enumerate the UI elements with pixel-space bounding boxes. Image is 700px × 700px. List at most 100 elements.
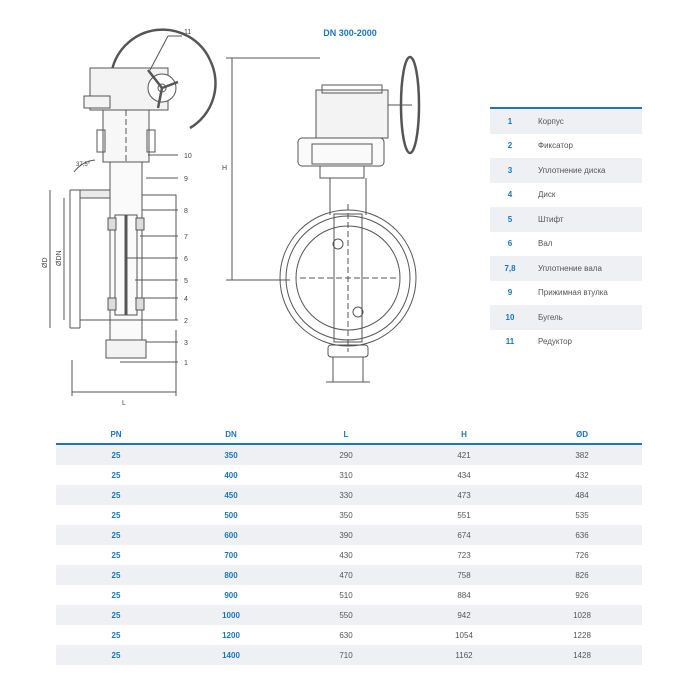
cell-h: 723 — [457, 550, 471, 560]
cell-od: 1028 — [573, 610, 591, 620]
cell-h: 551 — [457, 510, 471, 520]
cell-od: 926 — [575, 590, 589, 600]
header-pn: PN — [110, 429, 122, 439]
cell-pn: 25 — [111, 490, 121, 500]
cell-l: 430 — [339, 550, 353, 560]
parts-row: 6 Вал — [490, 232, 642, 257]
cell-h: 758 — [457, 570, 471, 580]
dim-l-label: L — [122, 400, 126, 407]
cell-pn: 25 — [111, 530, 121, 540]
cell-pn: 25 — [111, 650, 121, 660]
part-number: 2 — [507, 141, 513, 151]
parts-row: 3 Уплотнение диска — [490, 158, 642, 183]
callout-3: 3 — [184, 340, 188, 347]
cell-dn: 400 — [224, 470, 238, 480]
part-number: 11 — [505, 337, 515, 347]
table-header: PN DN L H ØD — [56, 425, 642, 445]
cell-h: 421 — [457, 450, 471, 460]
cell-l: 630 — [339, 630, 353, 640]
cell-h: 1162 — [455, 650, 473, 660]
cell-l: 350 — [339, 510, 353, 520]
cell-pn: 25 — [111, 510, 121, 520]
cell-od: 382 — [575, 450, 589, 460]
part-number: 10 — [505, 312, 515, 322]
part-name: Редуктор — [538, 337, 572, 347]
cell-dn: 1000 — [222, 610, 240, 620]
part-number: 3 — [507, 165, 513, 175]
table-row: 25 400 310 434 432 — [56, 465, 642, 485]
cell-od: 826 — [575, 570, 589, 580]
cell-pn: 25 — [111, 610, 121, 620]
cell-dn: 1400 — [222, 650, 240, 660]
cell-l: 390 — [339, 530, 353, 540]
angle-label: 37,5° — [76, 162, 91, 168]
callout-1: 1 — [184, 360, 188, 367]
callout-10: 10 — [184, 153, 192, 160]
parts-row: 10 Бугель — [490, 305, 642, 330]
part-name: Диск — [538, 190, 556, 200]
cell-h: 884 — [457, 590, 471, 600]
part-number: 5 — [507, 214, 513, 224]
part-name: Бугель — [538, 312, 563, 322]
valve-drawing: 11 10 9 8 7 6 5 4 2 3 1 37,5° L H ØD ØDN — [42, 28, 421, 407]
header-h: H — [461, 429, 467, 439]
cell-dn: 350 — [224, 450, 238, 460]
part-name: Уплотнение диска — [538, 165, 606, 175]
part-number: 6 — [507, 239, 513, 249]
cell-l: 550 — [339, 610, 353, 620]
callout-4: 4 — [184, 296, 188, 303]
dim-dn-label: ØDN — [56, 250, 63, 266]
cell-dn: 900 — [224, 590, 238, 600]
cell-pn: 25 — [111, 570, 121, 580]
cell-dn: 600 — [224, 530, 238, 540]
cell-h: 434 — [457, 470, 471, 480]
cell-od: 636 — [575, 530, 589, 540]
callout-5: 5 — [184, 278, 188, 285]
cell-dn: 450 — [224, 490, 238, 500]
callout-6: 6 — [184, 256, 188, 263]
cell-dn: 1200 — [222, 630, 240, 640]
cell-h: 1054 — [455, 630, 473, 640]
cell-od: 726 — [575, 550, 589, 560]
dim-h-label: H — [222, 165, 227, 172]
cell-l: 330 — [339, 490, 353, 500]
table-row: 25 450 330 473 484 — [56, 485, 642, 505]
part-name: Вал — [538, 239, 553, 249]
parts-row: 2 Фиксатор — [490, 134, 642, 159]
header-l: L — [343, 429, 349, 439]
part-name: Фиксатор — [538, 141, 573, 151]
callout-9: 9 — [184, 176, 188, 183]
cell-od: 484 — [575, 490, 589, 500]
cell-pn: 25 — [111, 470, 121, 480]
part-name: Прижимная втулка — [538, 288, 608, 298]
dim-od-label: ØD — [42, 258, 49, 269]
cell-l: 470 — [339, 570, 353, 580]
page-title: DN 300-2000 — [323, 28, 377, 38]
part-name: Уплотнение вала — [538, 263, 602, 273]
cell-od: 535 — [575, 510, 589, 520]
callout-11: 11 — [184, 29, 191, 36]
cell-pn: 25 — [111, 630, 121, 640]
cell-l: 510 — [339, 590, 353, 600]
part-number: 4 — [507, 190, 513, 200]
cell-l: 310 — [339, 470, 353, 480]
cell-h: 473 — [457, 490, 471, 500]
part-number: 1 — [507, 116, 513, 126]
cell-od: 432 — [575, 470, 589, 480]
part-name: Корпус — [538, 116, 564, 126]
